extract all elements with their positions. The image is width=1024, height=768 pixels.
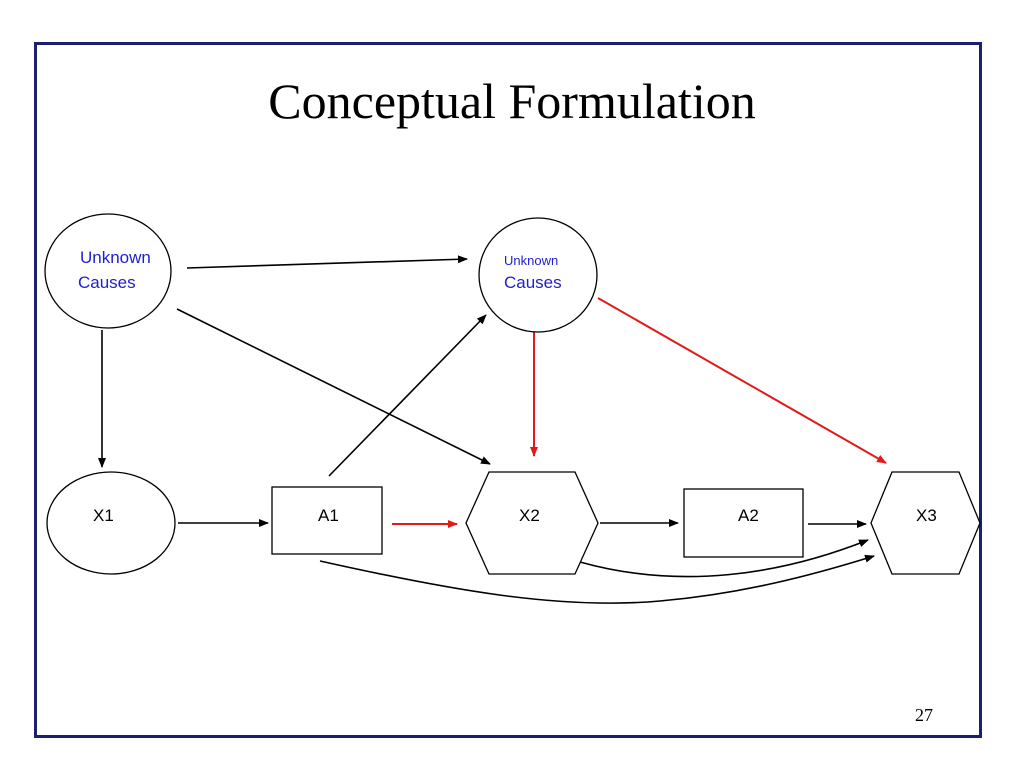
edge-x2-to-x3-curved <box>579 539 869 578</box>
node-x2-label: X2 <box>519 506 540 525</box>
edge-unknown2-to-x3 <box>597 297 887 464</box>
node-a1: A1 <box>271 486 383 555</box>
node-unknown-causes-2-line1: Unknown <box>504 253 558 268</box>
node-x3-label: X3 <box>916 506 937 525</box>
node-unknown-causes-2: Unknown Causes <box>478 217 598 333</box>
edge-unknown1-to-x2 <box>176 308 491 465</box>
node-a2-label: A2 <box>738 506 759 525</box>
node-unknown-causes-1-line1: Unknown <box>80 248 151 267</box>
node-a1-label: A1 <box>318 506 339 525</box>
node-x2: X2 <box>465 471 599 575</box>
edge-a1-to-unknown2 <box>328 314 487 477</box>
edge-unknown1-to-unknown2 <box>186 255 468 269</box>
slide-title: Conceptual Formulation <box>268 73 756 129</box>
edge-a1-to-x3-curved <box>319 554 875 604</box>
page-number: 27 <box>915 705 933 725</box>
node-unknown-causes-1: Unknown Causes <box>44 213 172 329</box>
node-x1: X1 <box>46 471 176 575</box>
node-x3: X3 <box>870 471 981 575</box>
node-unknown-causes-2-line2: Causes <box>504 273 562 292</box>
slide-frame <box>34 42 982 738</box>
node-unknown-causes-1-line2: Causes <box>78 273 136 292</box>
node-x1-label: X1 <box>93 506 114 525</box>
node-a2: A2 <box>683 488 804 558</box>
